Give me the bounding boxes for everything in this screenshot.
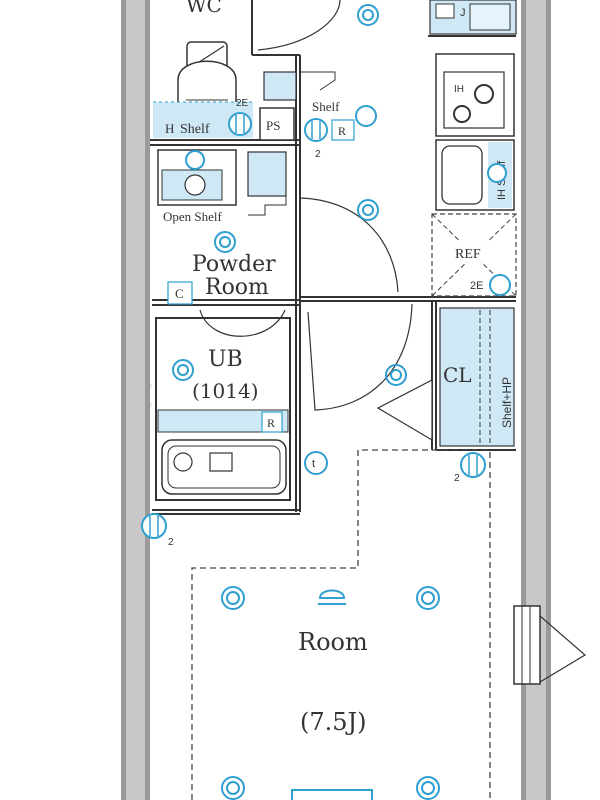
main-room-size-label: (7.5J) xyxy=(300,708,367,736)
outer-wall-right-inner xyxy=(526,0,546,800)
ps-box: PS xyxy=(259,107,295,141)
ub-shower-bar xyxy=(157,409,289,433)
stove-burner-1 xyxy=(474,84,494,104)
j-label: J xyxy=(460,7,466,19)
stove-burner-2 xyxy=(453,105,471,123)
powder-blue-panel xyxy=(247,151,287,197)
powder-room-label-1: Powder xyxy=(192,252,276,277)
bathtub-faucet xyxy=(209,452,233,472)
c-box-label: C xyxy=(175,286,184,301)
ub-label: UB xyxy=(208,347,243,372)
outlet-lines xyxy=(149,115,478,536)
closet-blue xyxy=(439,307,515,447)
bathtub xyxy=(161,439,287,495)
ih-label: IH xyxy=(454,84,464,95)
ps-label: PS xyxy=(266,118,280,133)
room-ceiling-light xyxy=(318,589,346,605)
ps-blue-square xyxy=(263,71,297,101)
wc-door-swing xyxy=(257,0,341,51)
main-room-outline xyxy=(191,449,491,800)
room-bottom-fixture xyxy=(291,789,373,800)
ref-label: REF xyxy=(455,247,481,262)
r-box-top xyxy=(331,119,355,141)
toilet xyxy=(177,41,237,111)
shelf-top-door xyxy=(300,71,336,91)
main-room-label: Room xyxy=(298,628,368,656)
powder-room-label-2: Room xyxy=(205,275,269,300)
open-shelf-label: Open Shelf xyxy=(163,209,223,224)
ref-label-bg xyxy=(452,242,494,262)
r-box-ub xyxy=(261,411,283,433)
cl-label: CL xyxy=(443,363,472,387)
two-e-label-1: 2E xyxy=(470,280,483,292)
num-2-c: 2 xyxy=(168,537,174,548)
outlet-markers xyxy=(141,105,511,539)
sink-basin xyxy=(441,145,483,205)
c-box xyxy=(167,281,193,305)
two-e-label-2: 2E xyxy=(236,98,249,109)
open-shelf-basin xyxy=(184,174,206,196)
ub-size-label: (1014) xyxy=(192,379,259,403)
outlet-t-label: t xyxy=(312,458,315,470)
num-2-b: 2 xyxy=(454,473,460,484)
shelf-hp-label: Shelf+HP xyxy=(500,377,514,428)
wc-label: WC xyxy=(186,0,222,17)
hall-door-swing xyxy=(307,303,413,411)
stove-top xyxy=(443,71,505,129)
powder-door-swing xyxy=(299,197,399,293)
bathtub-inner xyxy=(167,445,281,489)
shelf-left-label: Shelf xyxy=(180,122,210,137)
r-box-ub-label: R xyxy=(267,416,275,430)
bathtub-drain xyxy=(173,452,193,472)
window-right xyxy=(513,605,587,685)
num-2-a: 2 xyxy=(315,149,321,160)
shelf-top-label: Shelf xyxy=(312,99,340,114)
ub-door-arc xyxy=(199,309,286,337)
entry-triangle xyxy=(376,379,433,442)
lighting-markers xyxy=(172,4,440,800)
wc-h-mark: H xyxy=(165,121,174,136)
r-box-top-label: R xyxy=(338,124,346,138)
powder-panel-frame xyxy=(248,195,287,216)
interior-walls xyxy=(150,0,516,515)
outer-wall-left-inner xyxy=(126,0,145,800)
